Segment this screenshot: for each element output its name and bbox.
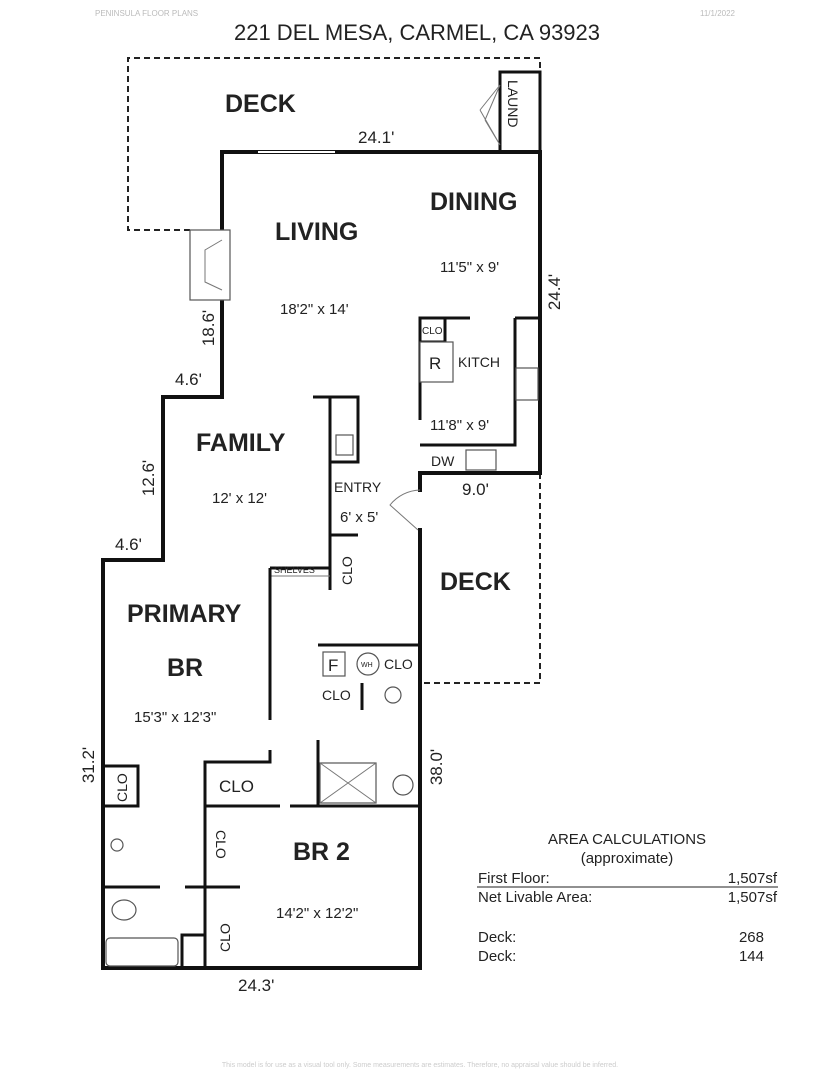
entry-door — [389, 489, 421, 531]
area-row-value: 1,507sf — [728, 889, 778, 906]
room-family: FAMILY — [196, 429, 286, 457]
dim-kitchen-bottom: 9.0' — [462, 480, 489, 499]
area-title: AREA CALCULATIONS — [548, 831, 706, 848]
closet-label: CLO — [217, 923, 233, 952]
room-laund: LAUND — [505, 80, 521, 127]
exterior-wall — [101, 150, 422, 970]
dim-step-upper: 4.6' — [175, 370, 202, 389]
fireplace-hearth — [204, 239, 223, 291]
kitchen-counter — [420, 318, 517, 447]
disclaimer: This model is for use as a visual tool o… — [222, 1062, 618, 1069]
area-row-label: Deck: — [478, 948, 516, 965]
closet-wall — [203, 750, 280, 808]
company-name: PENINSULA FLOOR PLANS — [95, 9, 198, 18]
room-dining: DINING — [430, 188, 518, 216]
room-primary: PRIMARY — [127, 600, 242, 628]
closet-wall — [103, 764, 140, 808]
wh-label: WH — [361, 662, 373, 669]
room-entry: ENTRY — [334, 479, 382, 495]
area-row-value: 268 — [739, 929, 764, 946]
area-row-label: First Floor: — [478, 870, 550, 887]
entry-dim: 6' x 5' — [340, 509, 378, 526]
dim-left-mid: 12.6' — [139, 460, 158, 496]
area-row-value: 1,507sf — [728, 870, 778, 887]
sink-icon — [465, 449, 497, 471]
deck-top-outline — [127, 57, 541, 231]
sink-icon — [384, 686, 402, 704]
dining-dim: 11'5" x 9' — [440, 259, 499, 276]
closet-label: CLO — [219, 777, 254, 796]
closet-label: CLO — [339, 556, 355, 585]
room-deck-top: DECK — [225, 90, 296, 118]
plan-date: 11/1/2022 — [700, 9, 736, 18]
bathtub-icon — [105, 937, 179, 967]
dim-right-lower: 38.0' — [427, 749, 446, 785]
primary-dim: 15'3" x 12'3" — [134, 709, 216, 726]
laundry-doors — [479, 84, 501, 146]
refrigerator-label: R — [429, 354, 441, 373]
shelves-label: SHELVES — [274, 565, 315, 575]
interior-wall — [180, 933, 205, 968]
page-title: 221 DEL MESA, CARMEL, CA 93923 — [234, 20, 600, 45]
bar-sink-icon — [335, 434, 354, 456]
furnace-label: F — [328, 656, 338, 675]
area-row-value: 144 — [739, 948, 764, 965]
stove-icon — [515, 367, 539, 401]
interior-wall — [313, 395, 332, 590]
dim-right: 24.4' — [545, 274, 564, 310]
dim-left-upper: 18.6' — [199, 310, 218, 346]
br2-dim: 14'2" x 12'2" — [276, 905, 358, 922]
dim-bottom: 24.3' — [238, 976, 274, 995]
exterior-wall — [220, 150, 542, 492]
closet-label: CLO — [422, 326, 443, 337]
kitchen-wall — [418, 316, 470, 420]
room-br: BR — [167, 654, 203, 682]
dim-left-lower: 31.2' — [79, 747, 98, 783]
closet-label: CLO — [322, 687, 351, 703]
shower-drain — [319, 762, 377, 804]
water-heater — [356, 652, 380, 676]
fireplace — [189, 229, 231, 301]
dim-step-lower: 4.6' — [115, 535, 142, 554]
room-deck-right: DECK — [440, 568, 511, 596]
laundry-closet — [498, 70, 542, 154]
family-dim: 12' x 12' — [212, 490, 267, 507]
wet-bar — [330, 395, 360, 464]
area-row-label: Deck: — [478, 929, 516, 946]
closet-label: CLO — [213, 830, 229, 859]
room-br2: BR 2 — [293, 838, 350, 866]
furnace — [322, 651, 346, 677]
kitch-dim: 11'8" x 9' — [430, 417, 489, 434]
sink-icon — [110, 838, 124, 852]
dishwasher-label: DW — [431, 453, 455, 469]
room-kitch: KITCH — [458, 354, 500, 370]
closet-label: CLO — [114, 773, 130, 802]
deck-right-outline — [420, 473, 541, 684]
closet-label: CLO — [384, 656, 413, 672]
room-living: LIVING — [275, 218, 358, 246]
area-row-label: Net Livable Area: — [478, 889, 592, 906]
living-dim: 18'2" x 14' — [280, 301, 349, 318]
toilet-icon — [392, 774, 414, 796]
refrigerator — [419, 341, 454, 383]
area-subtitle: (approximate) — [581, 850, 674, 867]
toilet-icon — [111, 899, 137, 921]
area-calculations: AREA CALCULATIONS (approximate) First Fl… — [477, 831, 778, 965]
dim-top: 24.1' — [358, 128, 394, 147]
